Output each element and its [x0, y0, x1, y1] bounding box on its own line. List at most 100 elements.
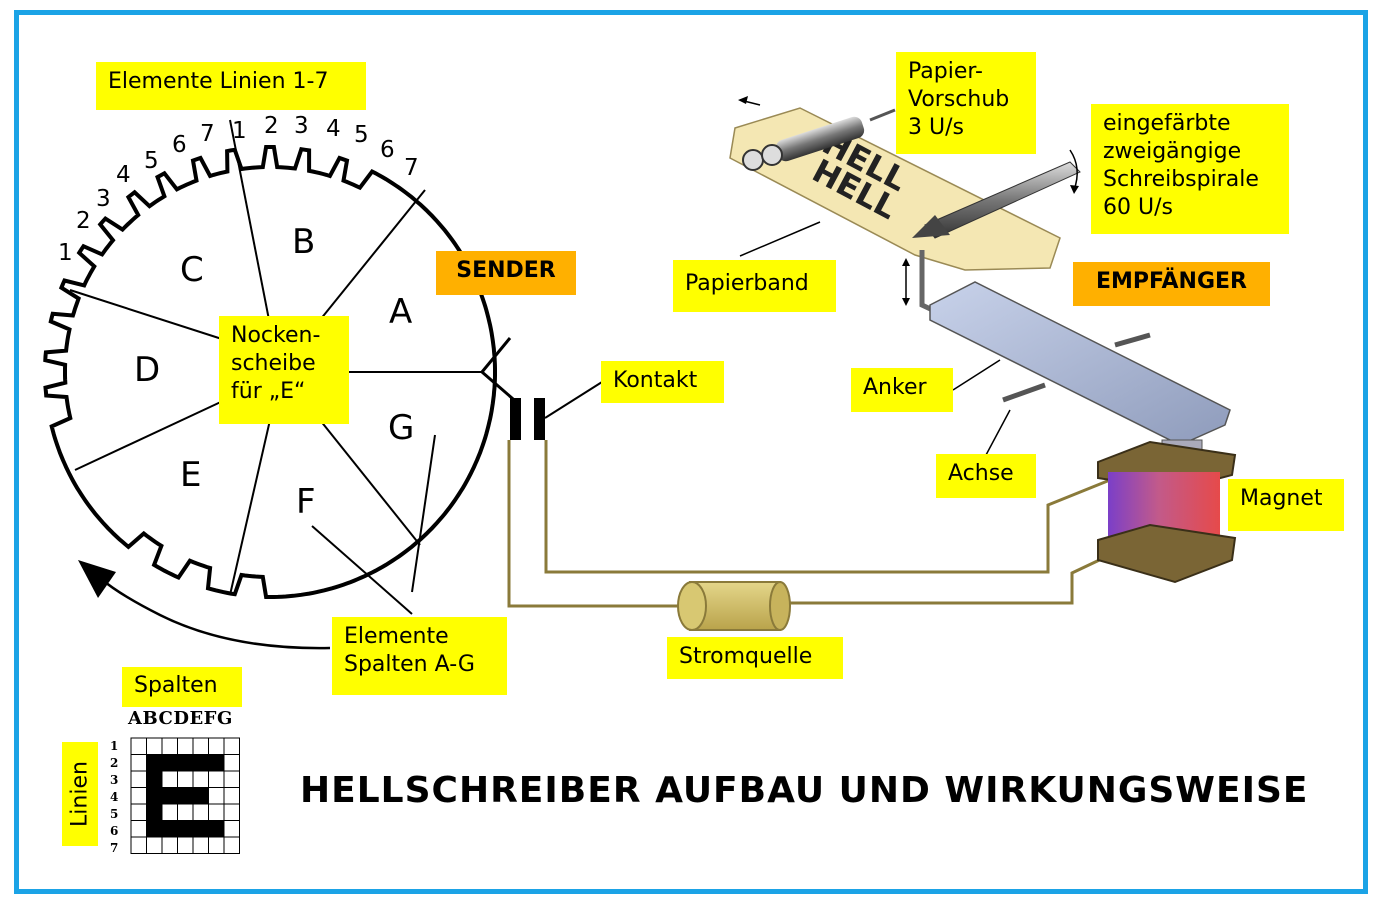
grid-row-number: 1	[110, 739, 119, 753]
grid-cell	[192, 770, 209, 788]
grid-cell	[161, 820, 178, 838]
grid-cell	[130, 737, 147, 755]
anker-arm	[902, 250, 1231, 456]
vorschub-line-3: 3 U/s	[908, 115, 964, 140]
grid-cell	[146, 737, 163, 755]
grid-cell	[192, 737, 209, 755]
grid-cell	[208, 820, 225, 838]
label-nockenscheibe: Nocken- scheibe für „E“	[219, 316, 349, 424]
grid-cell	[223, 836, 240, 854]
label-kontakt: Kontakt	[601, 361, 724, 403]
spalten-pointer	[311, 525, 413, 615]
segment-g: G	[388, 408, 415, 448]
spalten-line-2: Spalten A-G	[344, 652, 475, 677]
label-sender: SENDER	[436, 251, 576, 295]
cam-number: 3	[96, 186, 111, 212]
cam-divisions	[69, 119, 482, 596]
segment-e: E	[180, 455, 202, 495]
grid-row-number: 2	[110, 756, 119, 770]
grid-cell	[146, 820, 163, 838]
label-papier-vorschub: Papier- Vorschub 3 U/s	[896, 52, 1036, 154]
segment-a: A	[389, 292, 413, 332]
cam-number: 1	[58, 240, 73, 266]
grid-cell	[177, 770, 194, 788]
grid-cell	[208, 754, 225, 772]
cam-number: 4	[326, 116, 341, 142]
grid-row-number: 5	[110, 807, 119, 821]
grid-cell	[192, 787, 209, 805]
cam-number: 3	[294, 113, 309, 139]
grid-cell	[146, 836, 163, 854]
grid-row-number: 4	[110, 790, 119, 804]
outer-frame	[14, 10, 1368, 894]
spirale-line-1: eingefärbte	[1103, 111, 1231, 136]
battery	[677, 581, 791, 631]
page-title: HELLSCHREIBER AUFBAU UND WIRKUNGSWEISE	[300, 770, 1309, 811]
nockenscheibe-line-1: Nocken-	[231, 323, 321, 348]
cam-number: 5	[354, 122, 369, 148]
segment-f: F	[296, 482, 316, 522]
cam-number: 7	[200, 121, 215, 147]
grid-cell	[130, 820, 147, 838]
label-spalten: Spalten	[122, 667, 242, 707]
magnet-coil	[1097, 439, 1237, 584]
nockenscheibe-line-3: für „E“	[231, 379, 306, 404]
writing-spiral	[912, 149, 1081, 239]
grid-cell	[192, 803, 209, 821]
grid-cell	[146, 787, 163, 805]
cam-number: 2	[76, 208, 91, 234]
label-schreibspirale: eingefärbte zweigängige Schreibspirale 6…	[1091, 104, 1289, 234]
grid-cell	[130, 754, 147, 772]
vorschub-line-1: Papier-	[908, 59, 983, 84]
spirale-line-2: zweigängige	[1103, 139, 1242, 164]
cam-number: 7	[404, 155, 419, 181]
grid-cell	[208, 770, 225, 788]
rotation-arrow	[78, 560, 331, 650]
label-stromquelle: Stromquelle	[667, 637, 843, 679]
label-elemente-spalten: Elemente Spalten A-G	[332, 617, 507, 695]
grid-cell	[208, 803, 225, 821]
cam-number: 6	[380, 137, 395, 163]
contact-lever	[480, 337, 521, 407]
label-anker: Anker	[851, 368, 953, 412]
letter-grid	[130, 737, 240, 854]
grid-cell	[223, 770, 240, 788]
cam-number: 6	[172, 132, 187, 158]
linien-text: Linien	[67, 761, 93, 827]
grid-cell	[177, 836, 194, 854]
grid-cell	[223, 820, 240, 838]
label-empfaenger: EMPFÄNGER	[1073, 262, 1270, 306]
grid-cell	[146, 770, 163, 788]
grid-cell	[130, 770, 147, 788]
segment-b: B	[292, 222, 316, 262]
grid-cell	[223, 737, 240, 755]
grid-cell	[161, 787, 178, 805]
vorschub-line-2: Vorschub	[908, 87, 1010, 112]
grid-cell	[177, 820, 194, 838]
cam-number: 2	[264, 113, 279, 139]
label-achse: Achse	[936, 454, 1036, 498]
wires	[507, 440, 1111, 608]
grid-cell	[161, 770, 178, 788]
segment-c: C	[180, 250, 204, 290]
grid-cell	[192, 754, 209, 772]
grid-row-number: 7	[110, 841, 119, 855]
grid-cell	[146, 803, 163, 821]
grid-cell	[130, 803, 147, 821]
grid-cell	[130, 787, 147, 805]
grid-cell	[223, 754, 240, 772]
grid-cell	[161, 836, 178, 854]
nockenscheibe-line-2: scheibe	[231, 351, 316, 376]
grid-row-number: 3	[110, 773, 119, 787]
grid-columns-header: ABCDEFG	[128, 708, 233, 729]
cam-number: 5	[144, 148, 159, 174]
spalten-line-1: Elemente	[344, 624, 449, 649]
grid-cell	[192, 820, 209, 838]
grid-cell	[223, 787, 240, 805]
kontakt-pointer	[544, 381, 603, 419]
grid-cell	[208, 836, 225, 854]
grid-cell	[208, 787, 225, 805]
contact-right	[534, 398, 545, 440]
cam-number: 4	[116, 162, 131, 188]
